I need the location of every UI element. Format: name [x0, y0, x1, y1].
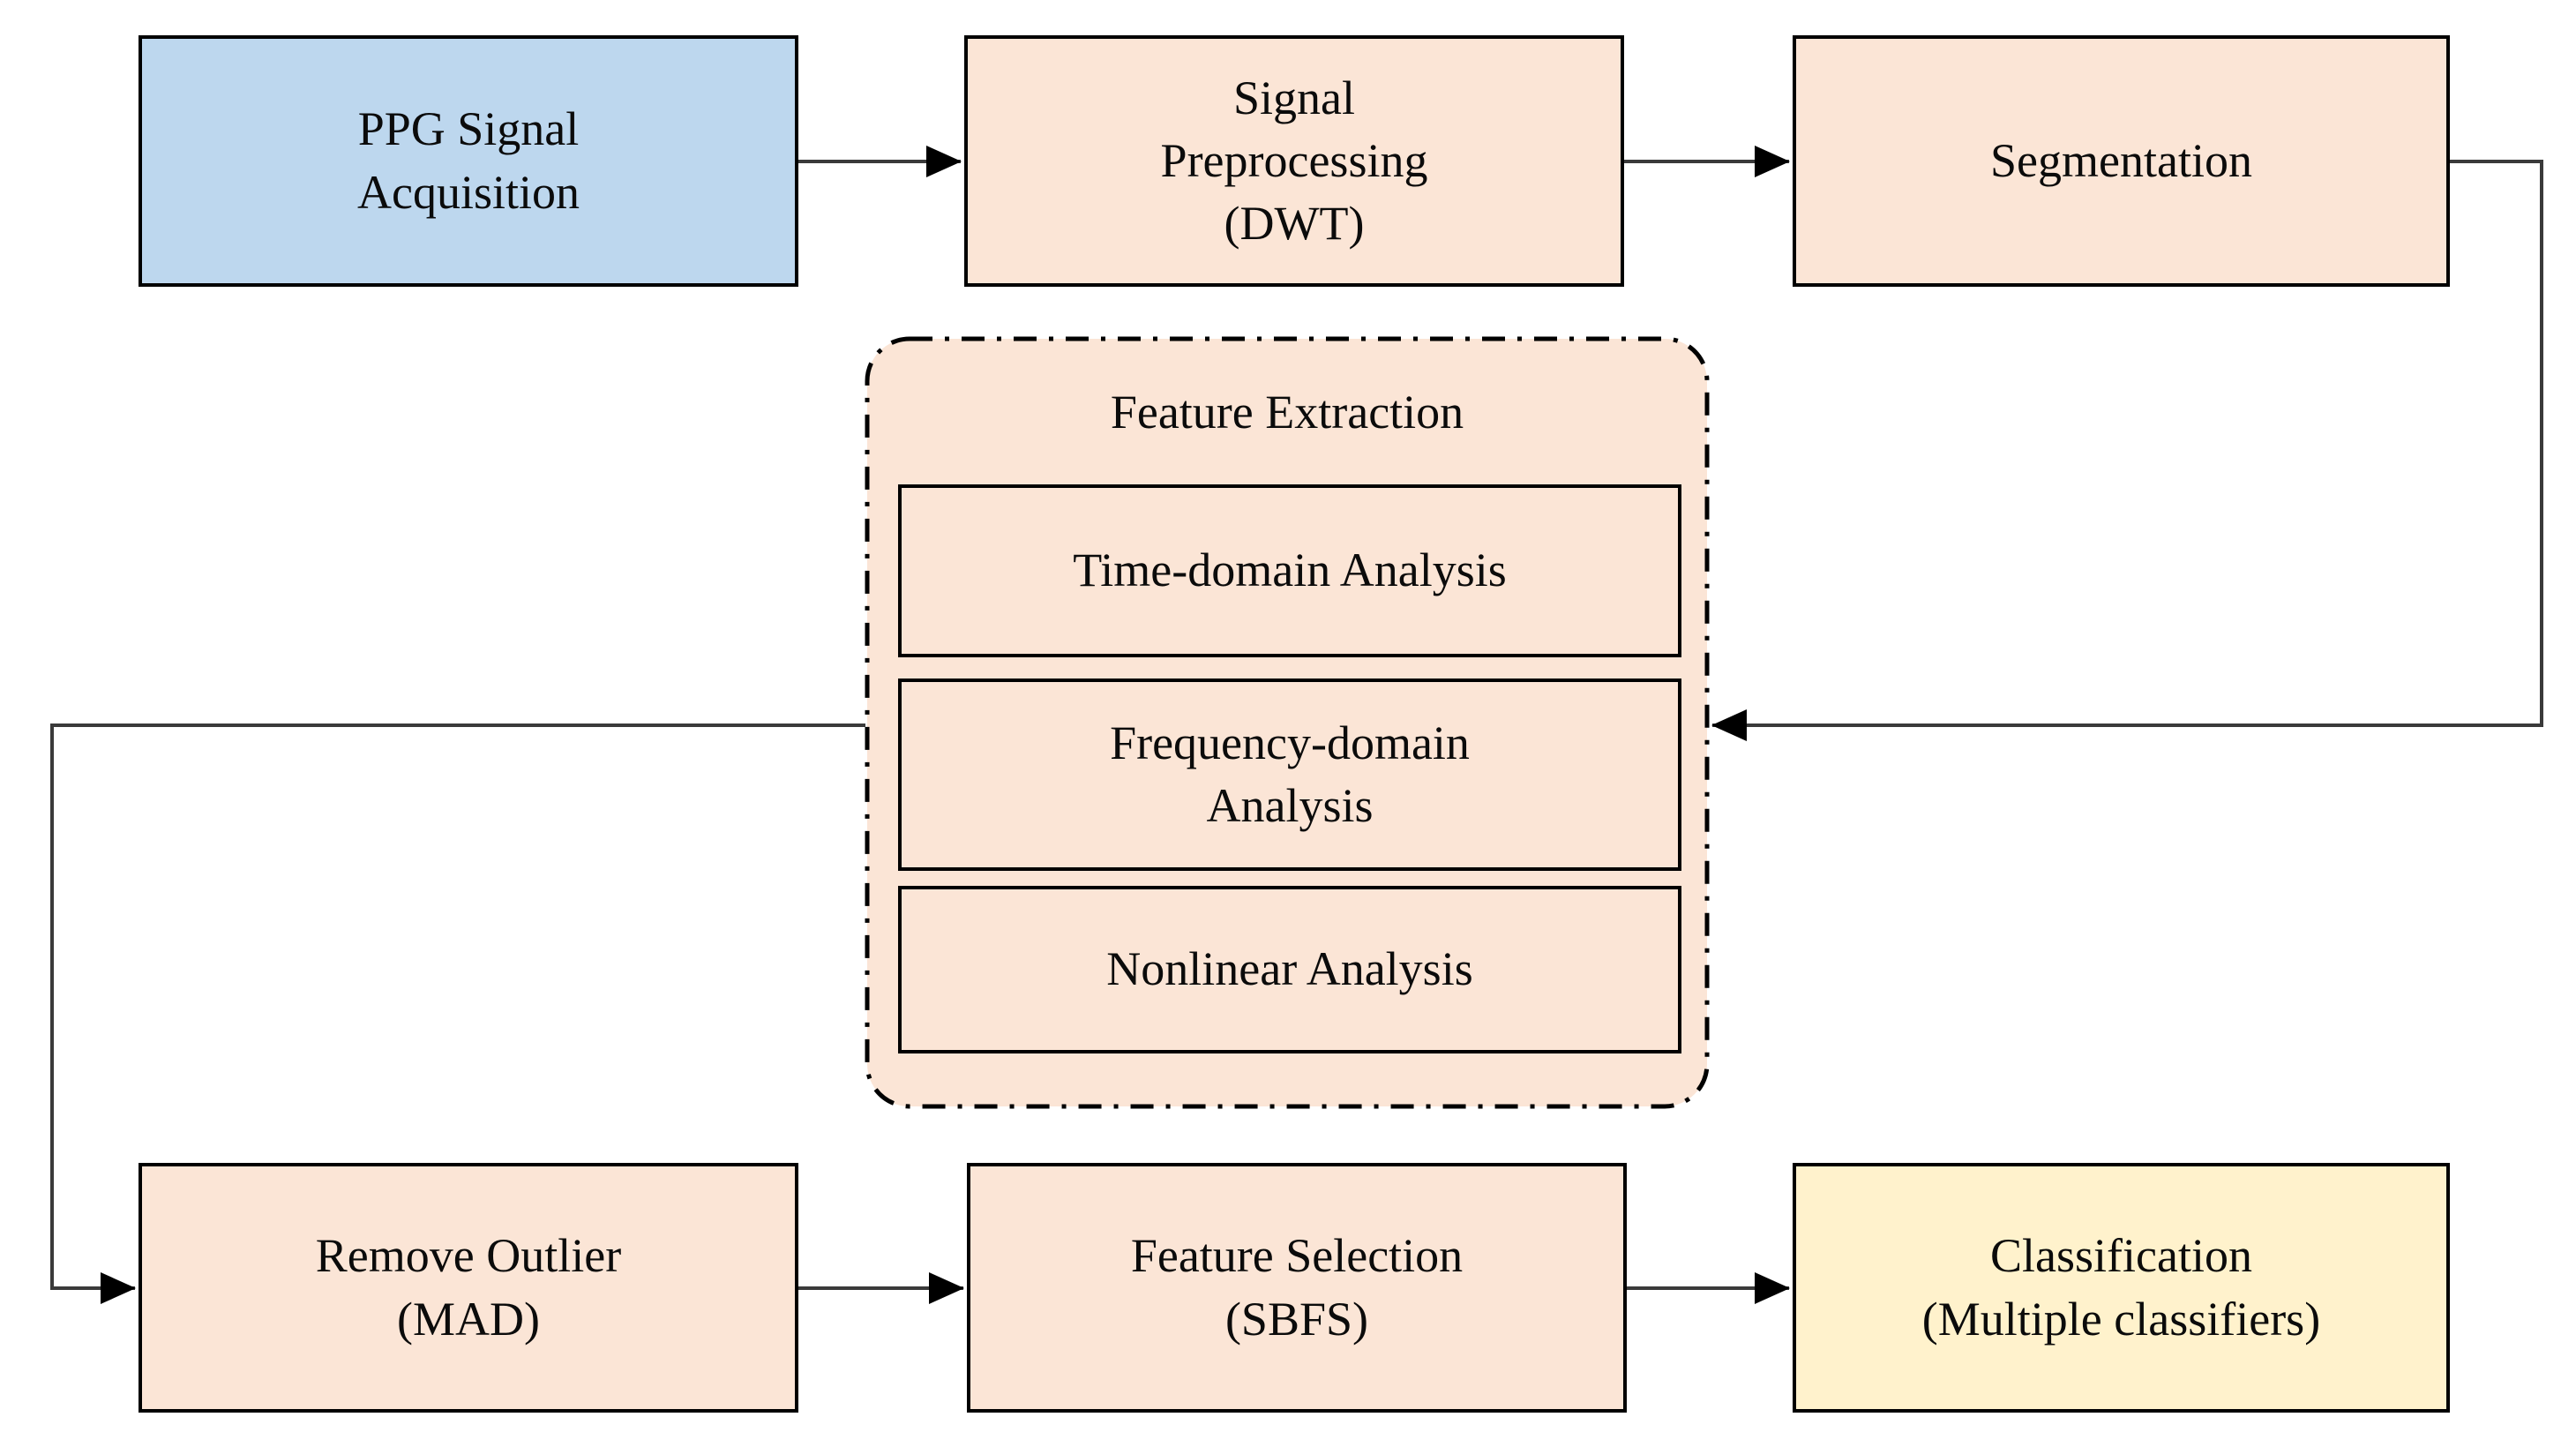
node-classification: Classification (Multiple classifiers)	[1793, 1163, 2450, 1413]
node-signal-preprocessing: Signal Preprocessing (DWT)	[964, 35, 1624, 287]
node-frequency-domain-analysis: Frequency-domain Analysis	[898, 679, 1681, 871]
node-feature-selection: Feature Selection (SBFS)	[967, 1163, 1627, 1413]
feature-extraction-title: Feature Extraction	[1110, 386, 1464, 439]
node-time-domain-analysis: Time-domain Analysis	[898, 484, 1681, 657]
node-nonlinear-analysis: Nonlinear Analysis	[898, 886, 1681, 1053]
node-ppg-signal-acquisition: PPG Signal Acquisition	[139, 35, 798, 287]
node-segmentation: Segmentation	[1793, 35, 2450, 287]
node-remove-outlier: Remove Outlier (MAD)	[139, 1163, 798, 1413]
